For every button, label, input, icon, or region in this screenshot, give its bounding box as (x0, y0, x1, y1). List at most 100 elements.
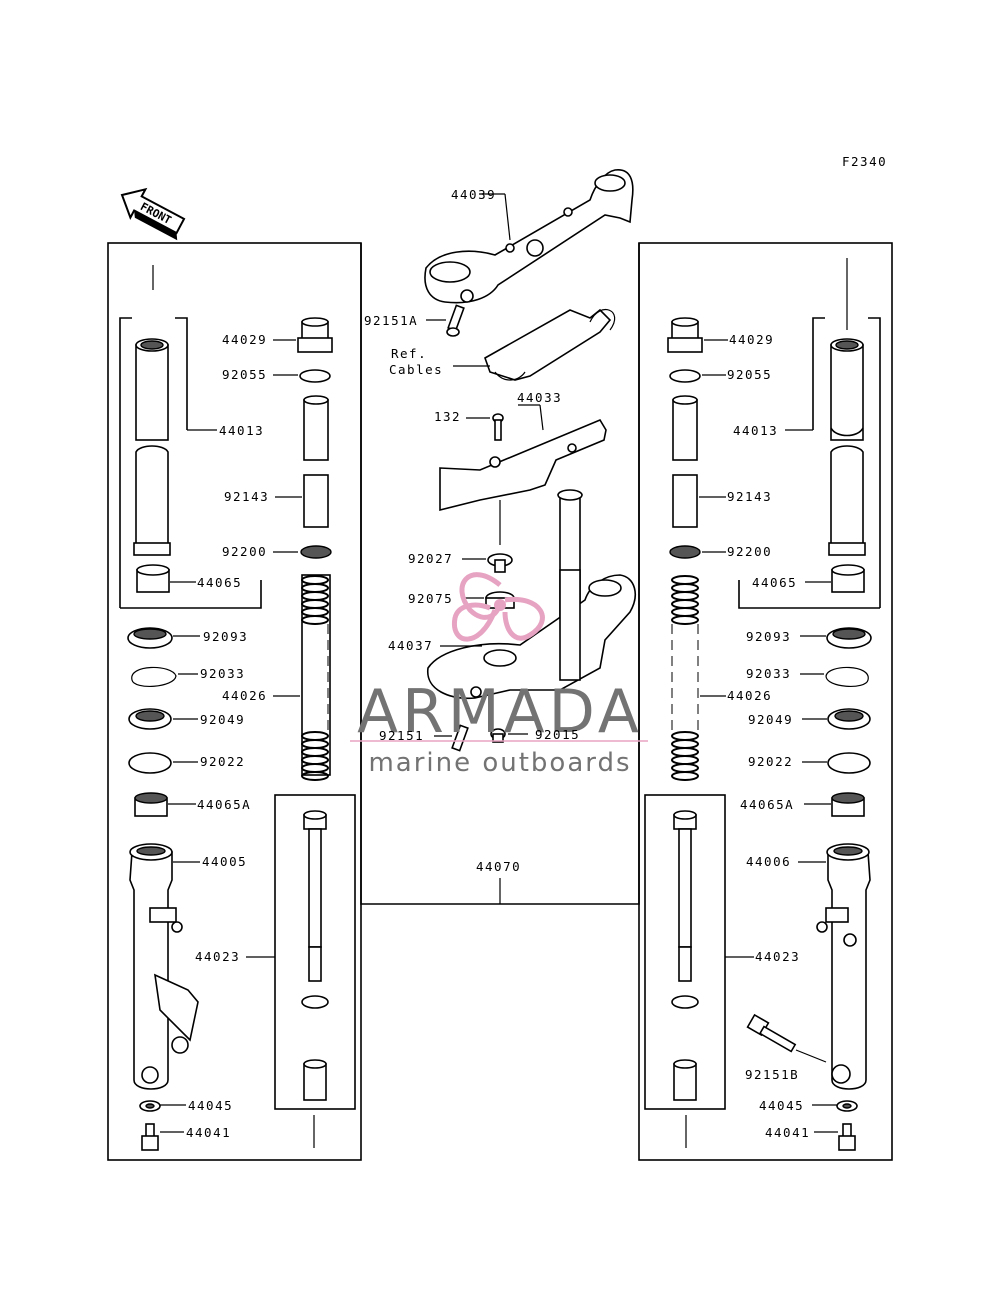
label-left-44045: 44045 (188, 1098, 233, 1113)
label-right-92033: 92033 (746, 666, 791, 681)
label-right-44065: 44065 (752, 575, 797, 590)
label-right-92093: 92093 (746, 629, 791, 644)
left-outer-tube-44005 (129, 843, 199, 1090)
left-fork-tube (133, 338, 171, 556)
spring-coil (301, 615, 329, 625)
spring-coil (671, 763, 699, 773)
left-clip-92033 (131, 666, 177, 687)
cable-guide (484, 308, 616, 381)
left-oilseal-92049 (128, 708, 172, 730)
bolt-92151A (446, 304, 465, 337)
label-92027: 92027 (408, 551, 453, 566)
left-bushing-44065A (134, 792, 168, 817)
spring-coil (671, 739, 699, 749)
bolt-92015 (490, 728, 506, 743)
right-bolt-92151B (746, 1013, 797, 1053)
bolt-132 (492, 413, 504, 441)
label-left-92143: 92143 (224, 489, 269, 504)
cover-plate (439, 418, 607, 512)
label-left-44013: 44013 (219, 423, 264, 438)
spring-coil (671, 607, 699, 617)
steering-stem (427, 489, 636, 700)
spring-coil (671, 615, 699, 625)
label-92015: 92015 (535, 727, 580, 742)
label-132: 132 (434, 409, 461, 424)
label-left-92049: 92049 (200, 712, 245, 727)
right-bushing-44065 (831, 564, 865, 593)
spring-coil (671, 747, 699, 757)
label-left-92022: 92022 (200, 754, 245, 769)
label-left-44005: 44005 (202, 854, 247, 869)
right-washer-44045 (836, 1100, 858, 1112)
label-left-92200: 92200 (222, 544, 267, 559)
label-left-44041: 44041 (186, 1125, 231, 1140)
right-seal-92093 (826, 627, 872, 649)
label-left-92033: 92033 (200, 666, 245, 681)
right-tube-box (738, 580, 880, 609)
left-washer-92022 (128, 752, 172, 774)
left-washer-92200 (300, 545, 332, 559)
label-44037: 44037 (388, 638, 433, 653)
right-damper-box (644, 794, 726, 1110)
label-right-92049: 92049 (748, 712, 793, 727)
label-left-44065A: 44065A (197, 797, 251, 812)
left-damper-rod-44023 (301, 810, 329, 1101)
right-bolt-44041 (838, 1123, 856, 1151)
label-right-92151B: 92151B (745, 1067, 799, 1082)
spring-coil (671, 731, 699, 741)
label-right-44041: 44041 (765, 1125, 810, 1140)
bolt-92151 (451, 724, 469, 752)
right-clip-92033 (825, 666, 869, 687)
label-44033: 44033 (517, 390, 562, 405)
figure-code: F2340 (842, 154, 887, 169)
left-damper-box (274, 794, 356, 1110)
label-right-44006: 44006 (746, 854, 791, 869)
label-92151A: 92151A (364, 313, 418, 328)
spring-coil (671, 583, 699, 593)
right-oilseal-92049 (827, 708, 871, 730)
propeller-icon (451, 572, 545, 642)
label-right-44013: 44013 (733, 423, 778, 438)
right-outer-tube-44006 (816, 843, 871, 1090)
watermark-logo: ARMADA marine outboards (350, 572, 648, 778)
label-left-44023: 44023 (195, 949, 240, 964)
spring-coil (301, 771, 329, 781)
right-cap-44029 (667, 317, 703, 353)
left-spring-44026 (301, 574, 331, 781)
label-left-44026: 44026 (222, 688, 267, 703)
watermark-tagline: marine outboards (368, 748, 631, 778)
right-spacer-92143 (672, 395, 698, 528)
left-bushing-44065 (136, 564, 170, 593)
label-right-44023: 44023 (755, 949, 800, 964)
left-cap-44029 (297, 317, 333, 353)
right-washer-92022 (827, 752, 871, 774)
left-oring-92055 (299, 369, 331, 383)
spring-coil (671, 591, 699, 601)
label-left-44029: 44029 (222, 332, 267, 347)
right-bushing-44065A (831, 792, 865, 817)
label-right-44029: 44029 (729, 332, 774, 347)
right-damper-rod-44023 (671, 810, 699, 1101)
center-box (360, 243, 640, 905)
ref-note-line2: Cables (389, 362, 443, 377)
right-oring-92055 (669, 369, 701, 383)
label-left-92055: 92055 (222, 367, 267, 382)
label-92151: 92151 (379, 728, 424, 743)
label-right-92200: 92200 (727, 544, 772, 559)
left-seal-92093 (127, 627, 173, 649)
label-right-92022: 92022 (748, 754, 793, 769)
ref-note-line1: Ref. (391, 346, 427, 361)
label-left-44065: 44065 (197, 575, 242, 590)
nut-92027 (487, 553, 513, 573)
watermark-brand: ARMADA (357, 677, 643, 747)
right-washer-92200 (669, 545, 701, 559)
spring-coil (671, 599, 699, 609)
left-tube-box (120, 580, 262, 609)
label-left-92093: 92093 (203, 629, 248, 644)
upper-bracket (424, 169, 634, 304)
left-bolt-44041 (141, 1123, 159, 1151)
spring-coil (671, 575, 699, 585)
label-right-92055: 92055 (727, 367, 772, 382)
label-right-44045: 44045 (759, 1098, 804, 1113)
